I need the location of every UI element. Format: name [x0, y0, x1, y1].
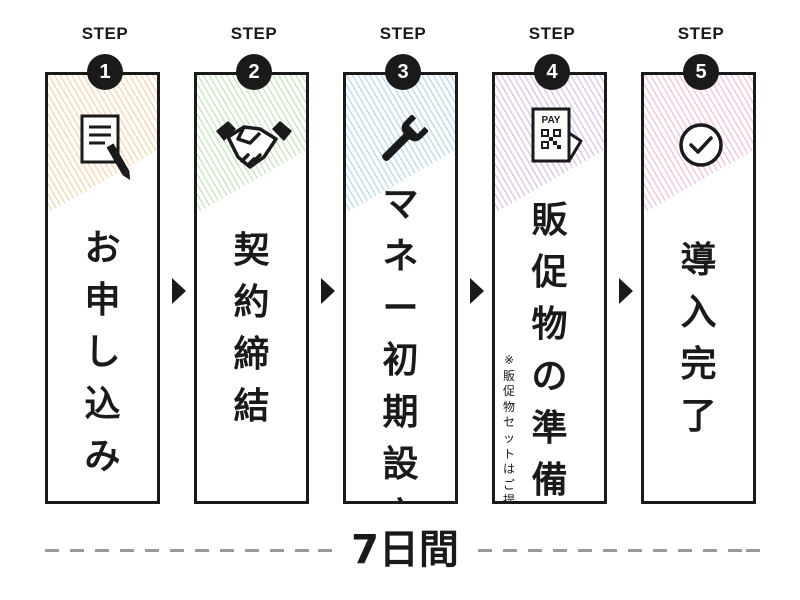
- timeline-dash: [503, 549, 517, 552]
- timeline-dash: [145, 549, 159, 552]
- timeline-dash: [45, 549, 59, 552]
- timeline-dash: [295, 549, 309, 552]
- step-label: STEP: [81, 24, 129, 43]
- timeline-dash: [703, 549, 717, 552]
- arrow-right-icon: [172, 278, 186, 304]
- timeline-dash: [678, 549, 692, 552]
- timeline-dash: [95, 549, 109, 552]
- pay-label: PAY: [542, 115, 561, 126]
- timeline-dash: [628, 549, 642, 552]
- step-title: 契約締結: [233, 230, 270, 427]
- timeline-dash: [478, 549, 492, 552]
- timeline-dash: [120, 549, 134, 552]
- step-number-badge: 3: [385, 54, 421, 90]
- timeline-dash: [170, 549, 184, 552]
- step-label: STEP: [230, 24, 278, 43]
- timeline-dash: [318, 549, 332, 552]
- timeline-dash: [220, 549, 234, 552]
- step-number-badge: 5: [683, 54, 719, 90]
- step-card: お申し込み: [45, 72, 160, 504]
- timeline-dash: [653, 549, 667, 552]
- step-card: マネー初期設定: [343, 72, 458, 504]
- step-card: 導入完了: [641, 72, 756, 504]
- timeline-dash: [553, 549, 567, 552]
- step-number-badge: 4: [534, 54, 570, 90]
- document-pen-icon: [79, 113, 135, 187]
- timeline-dash: [746, 549, 760, 552]
- handshake-icon: [214, 117, 294, 181]
- wrench-icon: [376, 114, 429, 171]
- step-title: お申し込み: [84, 228, 121, 477]
- step-number-badge: 2: [236, 54, 272, 90]
- timeline-dash: [270, 549, 284, 552]
- timeline-dash: [70, 549, 84, 552]
- timeline-dash: [195, 549, 209, 552]
- timeline-dash: [728, 549, 742, 552]
- timeline-dash: [578, 549, 592, 552]
- step-number-badge: 1: [87, 54, 123, 90]
- step-card: 契約締結: [194, 72, 309, 504]
- timeline-dash: [245, 549, 259, 552]
- arrow-right-icon: [619, 278, 633, 304]
- duration-label: 7日間: [351, 527, 459, 573]
- check-circle-icon: [677, 121, 725, 173]
- step-label: STEP: [677, 24, 725, 43]
- timeline-dash: [603, 549, 617, 552]
- timeline-dash: [528, 549, 542, 552]
- step-title: 導入完了: [680, 240, 717, 437]
- arrow-right-icon: [321, 278, 335, 304]
- step-note: ※販促物セットはご提供可能: [502, 353, 515, 504]
- step-title: マネー初期設定: [382, 184, 419, 501]
- arrow-right-icon: [470, 278, 484, 304]
- step-label: STEP: [379, 24, 427, 43]
- step-title: 販促物の準備: [531, 200, 568, 501]
- step-label: STEP: [528, 24, 576, 43]
- pay-qr-card-icon: PAY: [529, 107, 589, 173]
